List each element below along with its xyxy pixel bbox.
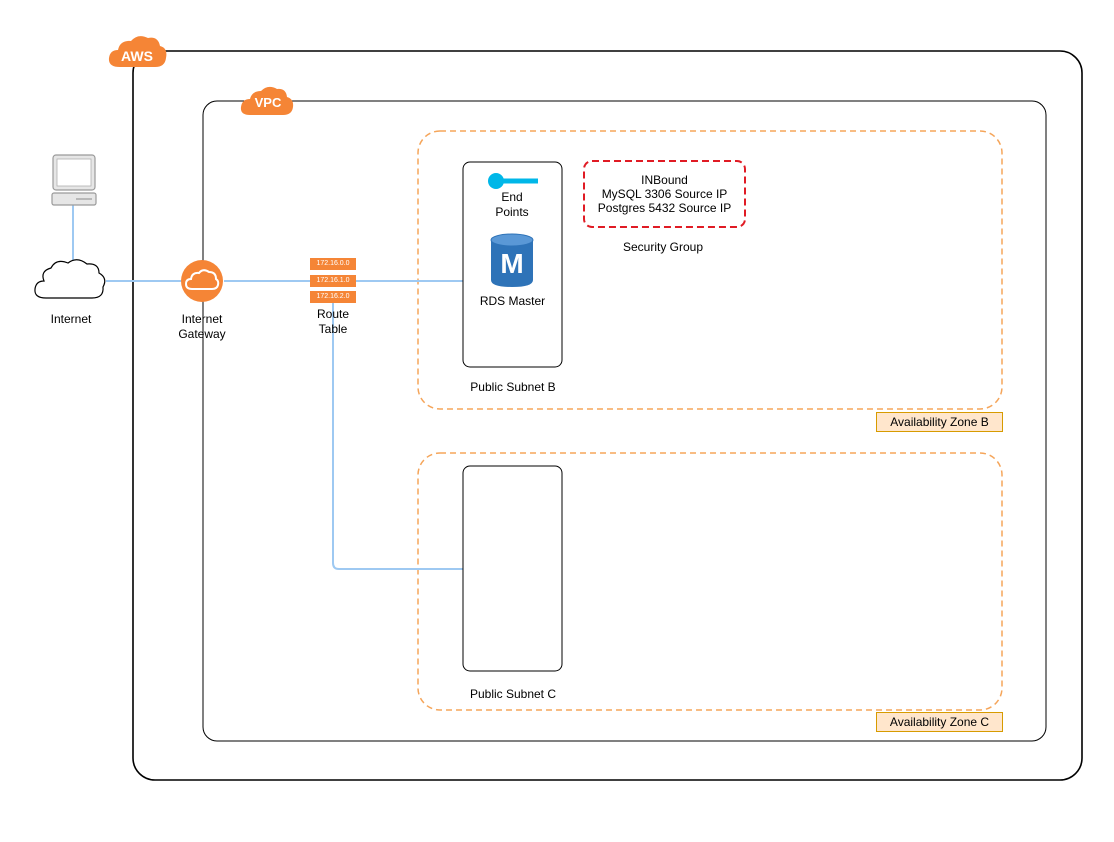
aws-label: AWS (121, 48, 153, 64)
route-table-entry: 172.16.1.0 (316, 277, 350, 284)
cloud-icon (34, 259, 106, 299)
security-group-rule-inbound: INBound (641, 173, 688, 187)
aws-cloud-icon (108, 36, 167, 67)
endpoint-icon (488, 173, 538, 189)
aws-container[interactable] (132, 50, 1083, 781)
rds-database-icon (490, 233, 534, 287)
availability-zone-b-badge: Availability Zone B (876, 412, 1003, 432)
vpc-cloud-icon (240, 86, 294, 115)
public-subnet-b-label: Public Subnet B (470, 380, 556, 394)
computer-icon (51, 154, 97, 206)
availability-zone-c-badge: Availability Zone C (876, 712, 1003, 732)
public-subnet-c-label: Public Subnet C (469, 687, 557, 701)
route-table-row-3 (310, 291, 356, 303)
internet-gateway-icon (181, 260, 223, 302)
public-subnet-c-box[interactable] (462, 465, 563, 672)
route-table-entry: 172.16.2.0 (316, 293, 350, 300)
availability-zone-b[interactable] (417, 130, 1003, 410)
security-group-box[interactable] (583, 160, 746, 228)
route-table-row-2 (310, 275, 356, 287)
vpc-container[interactable] (202, 100, 1047, 742)
connectors (72, 205, 463, 570)
internet-gateway-label-line1: Internet (181, 312, 223, 326)
route-table-label: Route Table (293, 307, 373, 337)
route-table-icon (310, 258, 356, 303)
vpc-label: VPC (254, 95, 282, 110)
internet-label: Internet (50, 312, 92, 326)
route-table-entry: 172.16.0.0 (316, 260, 350, 267)
connector-routetable-subnet-c (332, 303, 463, 570)
route-table-label-line1: Route (316, 307, 350, 321)
internet-gateway-label-line2: Gateway (178, 327, 226, 341)
route-table-label-line2: Table (318, 322, 348, 336)
security-group-rule-postgres: Postgres 5432 Source IP (597, 201, 732, 215)
rds-master-label: RDS Master (479, 294, 546, 308)
security-group-rule-mysql: MySQL 3306 Source IP (601, 187, 728, 201)
availability-zone-c[interactable] (417, 452, 1003, 711)
endpoints-label-line1: End (501, 190, 523, 204)
rds-m-glyph: M (500, 248, 524, 279)
security-group-label: Security Group (622, 240, 704, 254)
endpoints-label: End Points (472, 190, 552, 220)
endpoints-label-line2: Points (495, 205, 529, 219)
security-group-rules: INBound MySQL 3306 Source IP Postgres 54… (584, 173, 745, 215)
internet-gateway-label: Internet Gateway (162, 312, 242, 342)
route-table-row-1 (310, 258, 356, 270)
